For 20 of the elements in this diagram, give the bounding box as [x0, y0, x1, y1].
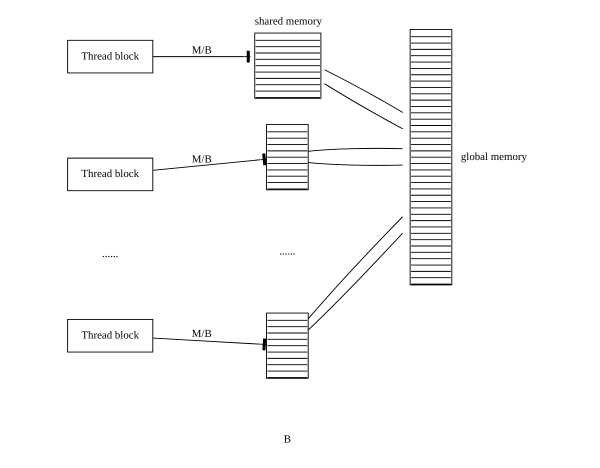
edge-label: M/B	[191, 44, 212, 57]
connector	[308, 216, 403, 320]
node-box: Thread block	[66, 158, 153, 192]
label: ......	[278, 245, 296, 258]
connector	[308, 162, 403, 166]
connector	[308, 232, 403, 330]
node-box: Thread block	[66, 40, 153, 74]
connector	[308, 148, 403, 152]
label: B	[283, 434, 290, 446]
connector	[324, 69, 403, 113]
connector	[152, 338, 266, 350]
label: ......	[102, 248, 118, 260]
connector	[324, 83, 403, 130]
edge-label: M/B	[191, 153, 212, 166]
node-box: Thread block	[66, 318, 153, 352]
connector	[152, 50, 250, 63]
connector	[152, 153, 266, 171]
node-label: global memory	[460, 151, 526, 164]
edge-label: M/B	[191, 328, 212, 340]
node-label: shared memory	[254, 16, 322, 28]
